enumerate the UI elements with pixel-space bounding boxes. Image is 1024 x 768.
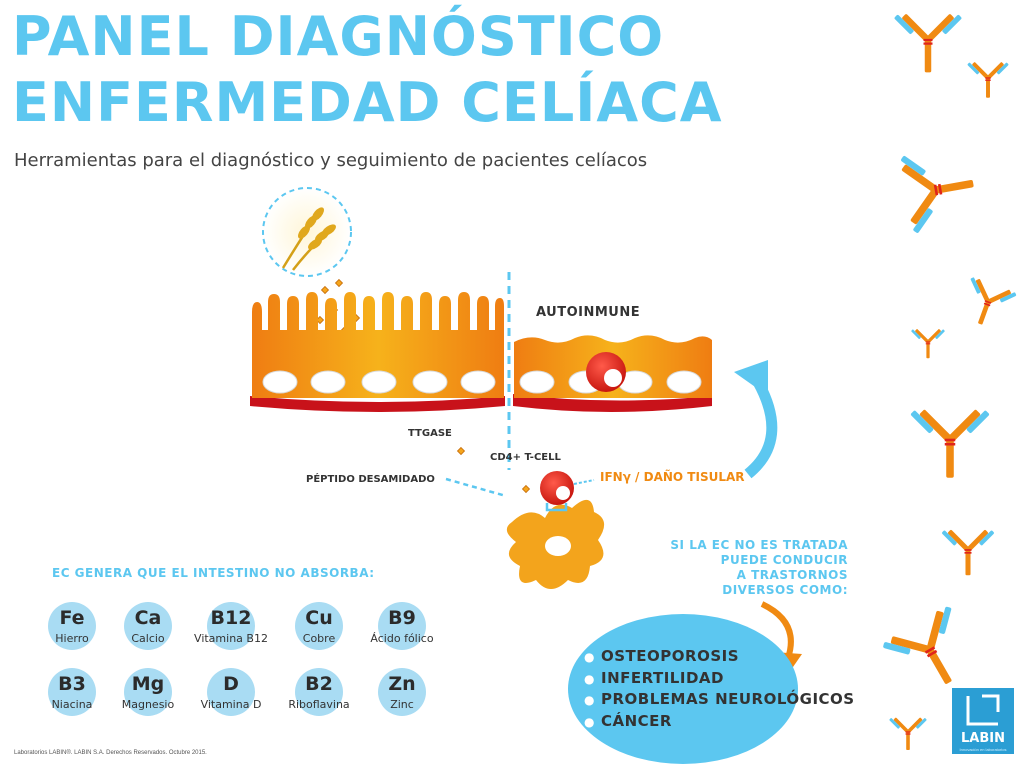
bullet-icon: ● [584,714,595,729]
nutrient-circle [207,602,255,650]
nutrient-symbol: B12 [210,607,252,629]
nutrient-name: Hierro [55,632,89,645]
diseases-bubble [568,614,798,764]
nutrient-name: Calcio [131,632,165,645]
nutrient-symbol: B3 [58,673,86,695]
antibody-icon [878,12,1019,751]
nutrient-d: D Vitamina D [201,668,261,720]
nutrient-ca: Ca Calcio [124,602,176,654]
nutrient-circle [295,602,343,650]
title-line-1: PANEL DIAGNÓSTICO [12,5,665,68]
peptide-arrow [445,477,507,498]
damaged-intestine [513,335,712,412]
nutrient-fe: Fe Hierro [48,602,100,654]
nutrient-name: Vitamina D [200,698,262,711]
nutrient-symbol: Mg [131,673,165,695]
nutrient-circle [378,602,426,650]
disease-item: ●INFERTILIDAD [584,668,724,687]
untreated-warning: SI LA EC NO ES TRATADA PUEDE CONDUCIR A … [588,538,848,598]
nutrient-name: Ácido fólico [370,632,434,645]
label-ttgase: TTGASE [408,428,452,439]
nutrient-symbol: Ca [134,607,162,629]
nutrient-b12: B12 Vitamina B12 [194,602,268,654]
warning-line: SI LA EC NO ES TRATADA [670,538,848,552]
nutrient-mg: Mg Magnesio [122,668,176,720]
wheat-icon [262,187,352,277]
label-autoinmune: AUTOINMUNE [536,305,641,320]
nutrient-name: Riboflavina [288,698,350,711]
nutrient-name: Magnesio [121,698,175,711]
nutrient-symbol: Cu [305,607,333,629]
warning-line: PUEDE CONDUCIR [720,553,848,567]
nutrient-symbol: D [223,673,239,695]
nutrient-symbol: Zn [388,673,416,695]
labin-logo: LABIN Innovación en laboratorios [952,688,1014,754]
diseases-list: ●OSTEOPOROSIS ●INFERTILIDAD ●PROBLEMAS N… [584,646,855,732]
nutrient-b3: B3 Niacina [48,668,100,720]
warning-line: DIVERSOS COMO: [722,583,848,597]
labin-logo-word: LABIN [961,731,1005,746]
nutrient-cu: Cu Cobre [295,602,347,654]
copyright-footer: Laboratorios LABIN®. LABIN S.A. Derechos… [14,750,207,756]
nutrient-symbol: B2 [305,673,333,695]
nutrient-symbol: Fe [59,607,85,629]
nutrient-circle [48,668,96,716]
bullet-icon: ● [584,671,595,686]
curved-arrow-up-icon [734,360,778,479]
dendritic-cell-icon [506,499,605,589]
nutrient-symbol: B9 [388,607,416,629]
t-cell-icon [586,352,626,392]
disease-item: ●CÁNCER [584,711,672,730]
nutrients-heading: EC GENERA QUE EL INTESTINO NO ABSORBA: [52,566,375,580]
nutrient-name: Niacina [51,698,93,711]
nutrient-circle [124,602,172,650]
label-peptido-desamidado: PÉPTIDO DESAMIDADO [306,474,435,485]
nutrient-circle [295,668,343,716]
disease-item: ●OSTEOPOROSIS [584,647,740,665]
nutrient-circle [124,668,172,716]
labin-logo-mark-icon [966,694,1000,726]
nutrient-name: Vitamina B12 [194,632,268,645]
nutrient-name: Cobre [302,632,336,645]
nutrient-zn: Zn Zinc [378,668,430,720]
title-line-2: ENFERMEDAD CELÍACA [12,71,723,134]
label-cd4-t-cell: CD4+ T-CELL [490,452,561,463]
page-subtitle: Herramientas para el diagnóstico y segui… [14,150,648,171]
page-title: PANEL DIAGNÓSTICO ENFERMEDAD CELÍACA [12,4,723,136]
nutrient-circle [48,602,96,650]
labin-logo-tagline: Innovación en laboratorios [959,747,1007,752]
healthy-intestine [250,292,505,412]
bullet-icon: ● [584,650,595,664]
disease-item: ●PROBLEMAS NEUROLÓGICOS [584,690,855,708]
label-ifn-dano-tisular: IFNγ / DAÑO TISULAR [600,470,745,484]
nutrient-circle [378,668,426,716]
nutrient-b2: B2 Riboflavina [288,668,350,720]
nutrient-name: Zinc [390,698,414,711]
bullet-icon: ● [584,693,595,707]
cd4-t-cell-icon [540,471,595,512]
nutrient-b9: B9 Ácido fólico [370,602,434,654]
warning-line: A TRASTORNOS [736,568,848,582]
nutrient-circle [207,668,255,716]
